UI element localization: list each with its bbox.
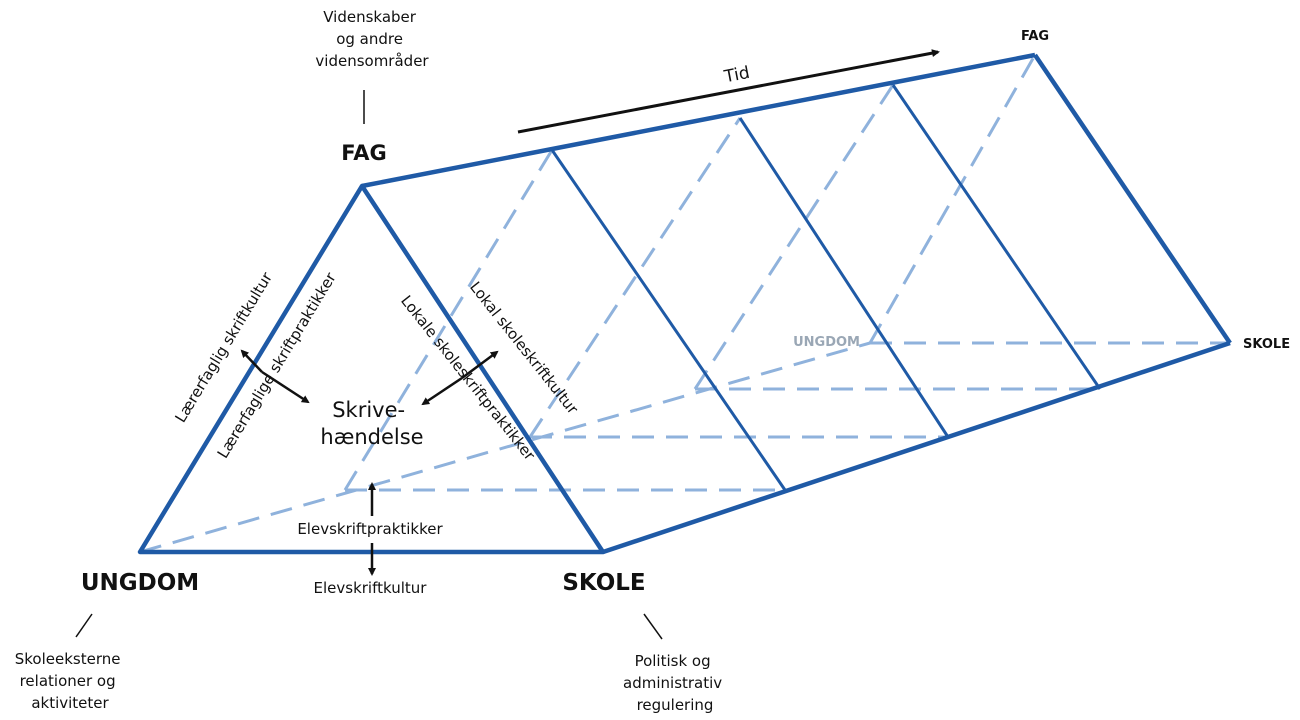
- dashed-line: [868, 54, 1037, 344]
- time-arrow: [517, 49, 940, 134]
- fag-note: Videnskaber og andre vidensområder: [315, 8, 429, 70]
- hidden-edges: [139, 54, 1230, 554]
- skole-label: SKOLE: [562, 570, 645, 596]
- ungdom-far-label: UNGDOM: [793, 335, 860, 350]
- bottom-outer-label: Elevskriftkultur: [314, 579, 428, 597]
- fag-note-line: vidensområder: [315, 52, 429, 70]
- bottom-inner-label: Elevskriftpraktikker: [297, 520, 443, 538]
- ungdom-connector: [75, 613, 93, 638]
- center-label-line: hændelse: [320, 425, 423, 449]
- center-label-line: Skrive-: [332, 398, 405, 422]
- fag-far-label: FAG: [1021, 29, 1049, 44]
- center-label: Skrive- hændelse: [320, 398, 423, 449]
- time-label: Tid: [722, 63, 752, 88]
- top-ridge-edge: [361, 52, 1036, 189]
- skole-note-line: Politisk og: [635, 652, 711, 670]
- left-out-arrow: [240, 349, 263, 373]
- skole-far-label: SKOLE: [1243, 337, 1290, 352]
- dashed-line: [139, 341, 871, 554]
- right-in-arrow: [421, 376, 463, 406]
- skole-connector: [643, 613, 663, 640]
- cross-sections: [550, 84, 1102, 491]
- ungdom-note-line: relationer og: [20, 672, 116, 690]
- relation-arrows: [240, 349, 499, 576]
- left-in-arrow: [261, 370, 310, 404]
- dashed-line: [528, 117, 742, 438]
- fag-note-line: og andre: [336, 30, 403, 48]
- fag-label: FAG: [341, 141, 386, 165]
- ungdom-note-line: Skoleeksterne: [15, 650, 121, 668]
- skole-note-line: regulering: [637, 696, 714, 714]
- bottom-right-edge: [602, 340, 1231, 555]
- cross-section-line: [738, 117, 950, 438]
- dashed-line: [693, 84, 895, 390]
- back-right-edge: [1033, 53, 1232, 345]
- cross-section-line: [550, 149, 787, 491]
- fag-note-line: Videnskaber: [323, 8, 417, 26]
- ungdom-label: UNGDOM: [81, 570, 199, 596]
- skole-note-line: administrativ: [623, 674, 722, 692]
- right-out-arrow: [461, 350, 499, 380]
- ungdom-note-line: aktiviteter: [31, 694, 109, 712]
- ungdom-note: Skoleeksterne relationer og aktiviteter: [15, 650, 126, 712]
- skole-note: Politisk og administrativ regulering: [623, 652, 727, 714]
- cross-section-line: [891, 84, 1102, 390]
